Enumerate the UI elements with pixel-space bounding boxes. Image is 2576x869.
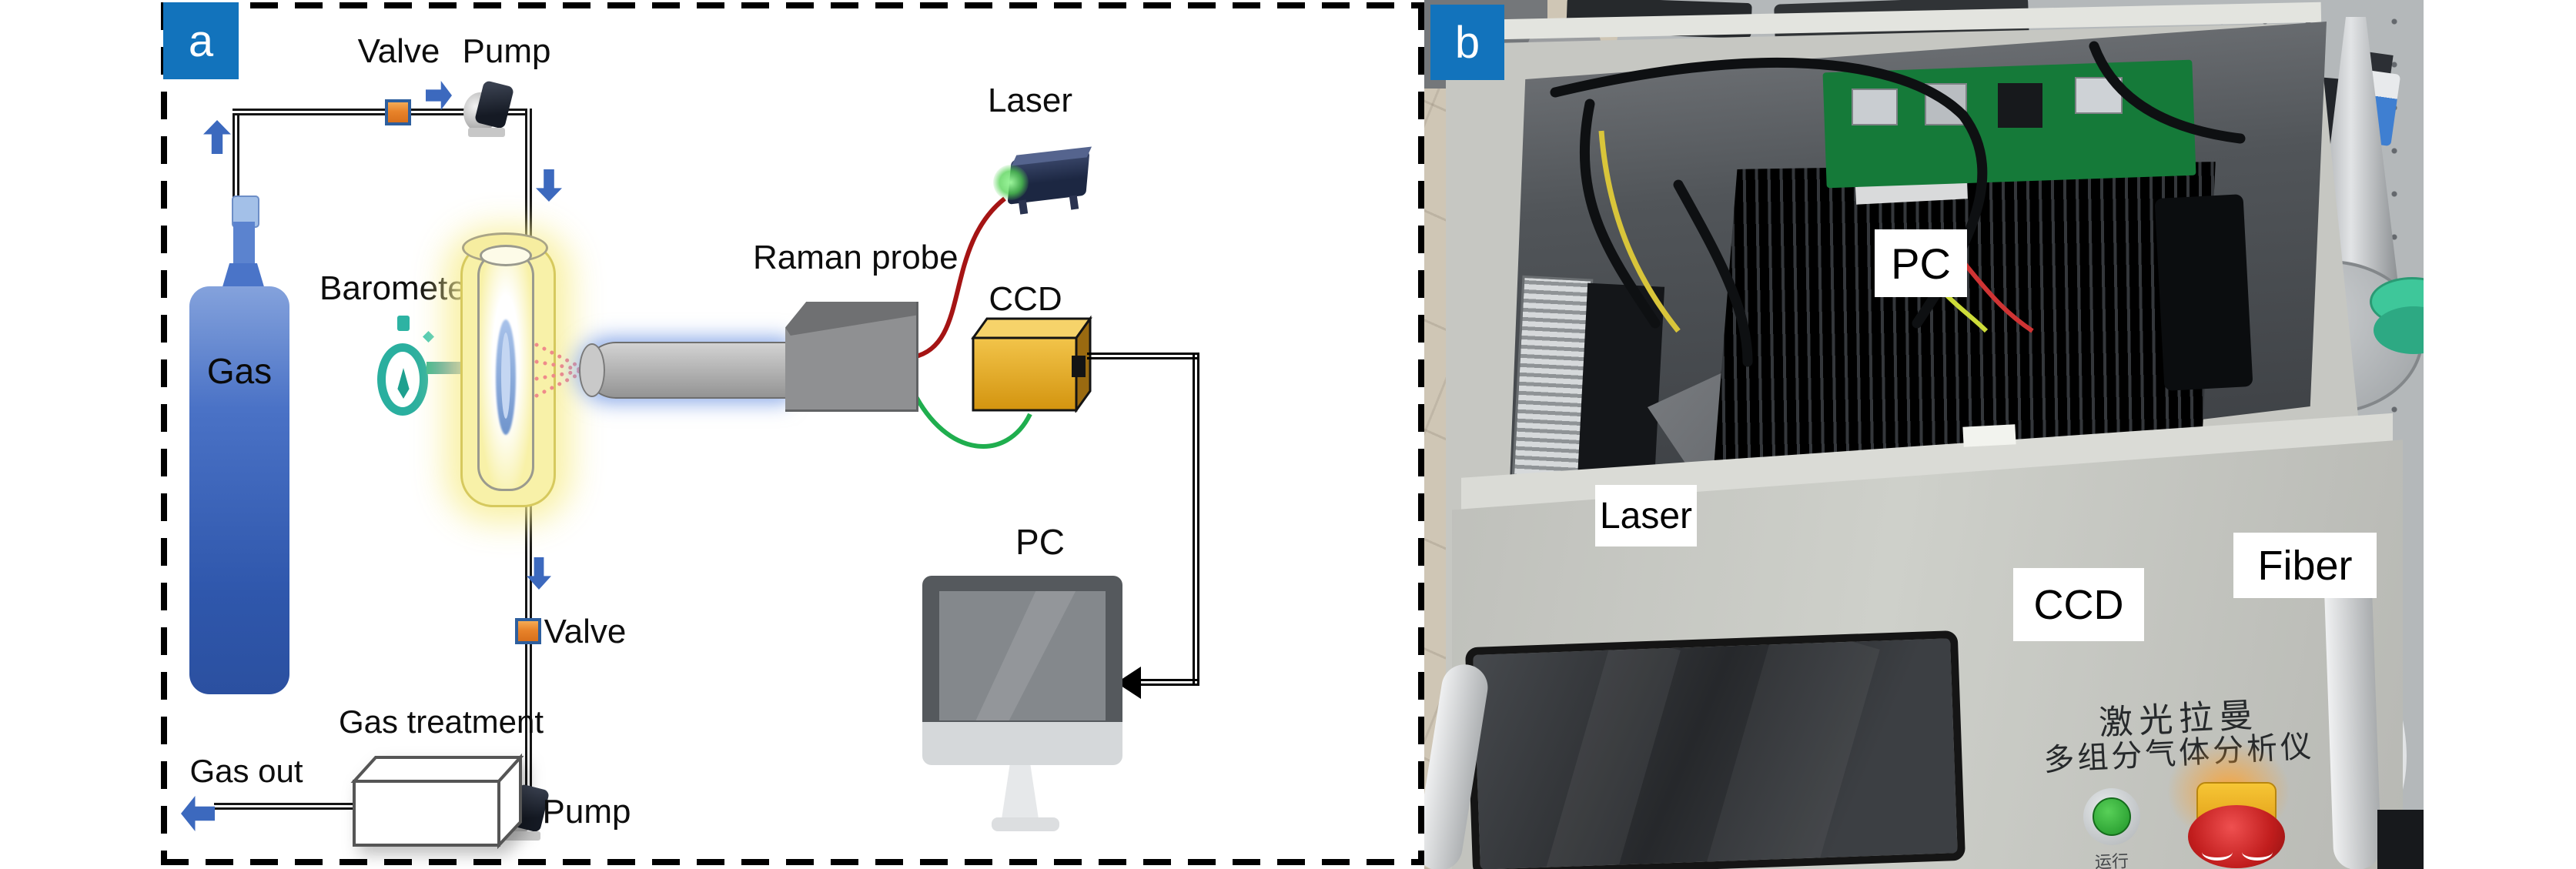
run-button-label: 运行	[2094, 851, 2129, 869]
monitor-screen	[939, 591, 1106, 720]
estop-button	[2188, 805, 2285, 868]
laser-focus-dots-icon	[534, 343, 587, 398]
gas-cell-inner-rim	[480, 245, 532, 266]
signal-fiber-green	[911, 389, 1032, 449]
ccd-cable-vertical	[1193, 353, 1199, 686]
photo-fiber-chip: Fiber	[2233, 533, 2377, 598]
panel-b-tag: b	[1430, 5, 1504, 80]
pipe-top-left	[233, 109, 392, 115]
panel-a-border-right	[1418, 2, 1424, 865]
gas-cylinder-neck	[233, 222, 255, 268]
panel-a-tag: a	[163, 2, 239, 79]
panel-b-photo: 激光拉曼 多组分气体分析仪 运行 PC Laser CCD Fiber b	[1424, 0, 2424, 869]
diagram-connections	[534, 196, 1032, 449]
ccd-label: CCD	[989, 280, 1062, 318]
pump-top-label: Pump	[462, 32, 551, 70]
gas-out-label: Gas out	[189, 753, 303, 789]
gas-treatment-box-icon	[350, 753, 524, 850]
pipe-into-cell	[525, 109, 532, 256]
photo-laser-chip: Laser	[1595, 485, 1697, 546]
rim-white-tape	[1962, 424, 2016, 447]
barometer-sparkle-icon	[423, 331, 434, 343]
pump-bottom-label: Pump	[542, 793, 631, 831]
pump-top-icon	[463, 79, 515, 139]
probe-lens-cap	[579, 343, 605, 397]
run-button	[2093, 797, 2131, 836]
valve-top-label: Valve	[357, 32, 440, 70]
touchscreen-window	[1464, 630, 1966, 869]
estop-arc-left	[2202, 844, 2233, 861]
pcb-connector-1	[1852, 89, 1898, 125]
ccd-cable-to-pc	[1139, 679, 1199, 686]
pipe-cylinder-up	[233, 115, 239, 204]
barometer-gauge-icon	[377, 343, 428, 416]
barometer-label: Barometer	[319, 269, 478, 307]
panel-a-border-bottom	[161, 859, 1424, 865]
laser-label: Laser	[987, 82, 1073, 119]
valve-bottom-label: Valve	[544, 613, 627, 650]
barometer-knob	[397, 316, 410, 331]
valve-top-icon	[385, 99, 411, 125]
photo-pc-chip: PC	[1875, 229, 1967, 297]
panel-a-border-left	[161, 2, 167, 865]
bottom-right-shadow	[2377, 810, 2424, 869]
valve-bottom-icon	[515, 618, 541, 644]
monitor-base	[992, 817, 1059, 831]
pc-label: PC	[1015, 522, 1065, 562]
gas-cylinder-body	[189, 286, 289, 694]
pcb-ethernet-jack	[1998, 83, 2042, 128]
plasma-sample-core	[501, 333, 510, 419]
barometer-connector	[427, 362, 467, 374]
excitation-fiber-red	[912, 196, 1006, 359]
monitor-chin	[922, 722, 1122, 765]
gas-treatment-label: Gas treatment	[338, 704, 544, 740]
photo-ccd-chip: CCD	[2013, 568, 2144, 641]
gas-label: Gas	[206, 351, 273, 391]
laser-device-icon	[993, 145, 1093, 223]
ccd-cable-horizontal	[1087, 353, 1199, 359]
gas-cylinder-shoulder	[222, 263, 265, 289]
pipe-gas-out	[214, 803, 360, 810]
estop-arc-right	[2242, 844, 2273, 861]
probe-lens-tube	[585, 342, 787, 399]
raman-probe-label: Raman probe	[753, 239, 958, 276]
panel-a-border-top	[161, 2, 1424, 8]
ccd-box-icon	[971, 316, 1092, 413]
